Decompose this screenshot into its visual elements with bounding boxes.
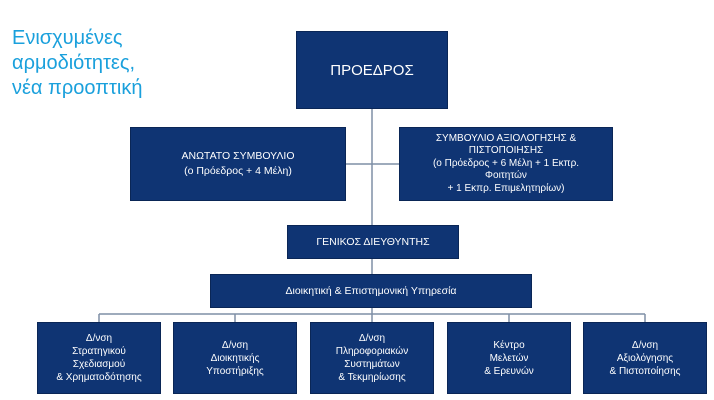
department-box-information-systems: Δ/νση Πληροφοριακών Συστημάτων & Τεκμηρί… <box>310 322 434 394</box>
admin-service-label: Διοικητική & Επιστημονική Υπηρεσία <box>285 284 457 297</box>
evaluation-council-line: (ο Πρόεδρος + 6 Μέλη + 1 Εκπρ. <box>432 157 580 169</box>
general-manager-label: ΓΕΝΙΚΟΣ ΔΙΕΥΘΥΝΤΗΣ <box>316 235 430 248</box>
general-manager-box: ΓΕΝΙΚΟΣ ΔΙΕΥΘΥΝΤΗΣ <box>287 225 459 259</box>
president-box: ΠΡΟΕΔΡΟΣ <box>296 31 448 109</box>
department-box-admin-support: Δ/νση Διοικητικής Υποστήριξης <box>173 322 297 394</box>
department-line: Δ/νση <box>631 339 659 351</box>
department-line: Δ/νση <box>358 333 386 344</box>
department-line: Μελετών <box>489 352 529 364</box>
admin-service-box: Διοικητική & Επιστημονική Υπηρεσία <box>210 274 532 308</box>
evaluation-council-line: ΠΙΣΤΟΠΟΙΗΣΗΣ <box>468 145 544 157</box>
slide-title-line: νέα προοπτική <box>12 77 143 99</box>
department-box-evaluation-certification: Δ/νση Αξιολόγησης & Πιστοποίησης <box>583 322 707 394</box>
supreme-council-line: (ο Πρόεδρος + 4 Μέλη) <box>184 165 292 177</box>
department-line: Πληροφοριακών <box>335 346 409 357</box>
department-line: & Ερευνών <box>484 365 534 377</box>
department-line: Κέντρο <box>493 339 525 351</box>
department-line: & Χρηματοδότησης <box>56 372 142 383</box>
department-line: Στρατηγικού <box>72 346 126 357</box>
slide-title-line: αρμοδιότητες, <box>12 52 136 74</box>
department-box-strategic-planning: Δ/νση Στρατηγικού Σχεδιασμού & Χρηματοδό… <box>37 322 161 394</box>
department-line: Υποστήριξης <box>206 365 264 377</box>
president-label: ΠΡΟΕΔΡΟΣ <box>330 61 414 79</box>
evaluation-council-box: ΣΥΜΒΟΥΛΙΟ ΑΞΙΟΛΟΓΗΣΗΣ & ΠΙΣΤΟΠΟΙΗΣΗΣ (ο … <box>399 127 613 201</box>
department-line: Δ/νση <box>85 333 113 344</box>
supreme-council-box: ΑΝΩΤΑΤΟ ΣΥΜΒΟΥΛΙΟ (ο Πρόεδρος + 4 Μέλη) <box>130 127 346 201</box>
slide-title-line: Ενισχυμένες <box>12 27 123 49</box>
department-line: Αξιολόγησης <box>616 352 674 364</box>
slide-title: Ενισχυμένες αρμοδιότητες, νέα προοπτική <box>12 26 142 101</box>
department-box-research-center: Κέντρο Μελετών & Ερευνών <box>447 322 571 394</box>
department-line: Δ/νση <box>221 339 249 351</box>
evaluation-council-line: ΣΥΜΒΟΥΛΙΟ ΑΞΙΟΛΟΓΗΣΗΣ & <box>435 132 577 144</box>
evaluation-council-line: + 1 Εκπρ. Επιμελητηρίων) <box>447 182 565 194</box>
department-line: Διοικητικής <box>210 352 260 364</box>
department-line: Σχεδιασμού <box>72 359 126 370</box>
department-line: & Πιστοποίησης <box>609 365 681 377</box>
supreme-council-line: ΑΝΩΤΑΤΟ ΣΥΜΒΟΥΛΙΟ <box>181 150 295 162</box>
evaluation-council-line: Φοιτητών <box>485 170 527 182</box>
department-line: Συστημάτων <box>344 359 400 370</box>
department-line: & Τεκμηρίωσης <box>338 372 406 383</box>
